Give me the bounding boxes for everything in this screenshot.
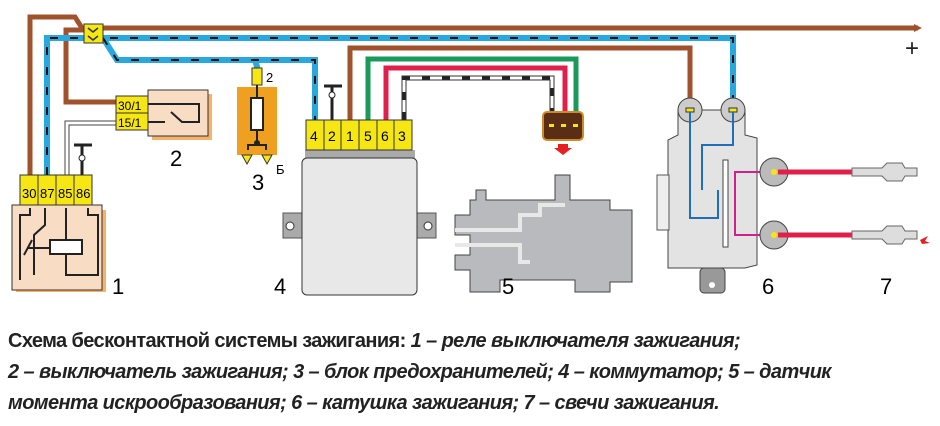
caption-line-2: 2 – выключатель зажигания; 3 – блок пред… (8, 357, 938, 388)
commutator-pin-2: 2 (328, 128, 336, 144)
white-black-wire (401, 75, 555, 120)
switch-pin-30-1: 30/1 (118, 99, 142, 113)
ground-wire-commutator (324, 84, 342, 120)
plugs-number: 7 (880, 274, 892, 299)
blue-wire-main (44, 35, 736, 175)
commutator-number: 4 (274, 274, 286, 299)
ignition-coil: 6 (656, 97, 789, 299)
plus-terminal-label: + (905, 35, 919, 62)
coil-number: 6 (762, 274, 774, 299)
brown-wire-switch (63, 27, 116, 105)
commutator-pin-4: 4 (310, 128, 318, 144)
fuse-block: 2 Б 3 (237, 67, 285, 195)
sensor-number: 5 (502, 274, 514, 299)
brown-wire-plus (27, 14, 922, 175)
ignition-wiring-diagram: + 30 87 85 86 1 30/1 15/1 2 2 Б 3 (11, 14, 930, 299)
commutator-pins: 4 2 1 5 6 3 (305, 119, 413, 151)
switch-number: 2 (170, 146, 182, 171)
diagram-caption: Схема бесконтактной системы зажигания: 1… (8, 326, 938, 419)
commutator-pin-5: 5 (364, 128, 372, 144)
fuse-pin-2: 2 (266, 70, 273, 85)
relay-number: 1 (112, 274, 124, 299)
relay-pin-87: 87 (40, 186, 54, 201)
spark-plugs: 7 (778, 162, 930, 299)
caption-line-3: момента искрообразования; 6 – катушка за… (8, 388, 938, 419)
relay-pin-85: 85 (58, 186, 72, 201)
fuse-number: 3 (252, 170, 264, 195)
switch-pin-15-1: 15/1 (118, 116, 142, 130)
commutator-pin-6: 6 (381, 128, 389, 144)
wires: + (27, 14, 922, 175)
red-wire (383, 65, 568, 120)
relay-pin-86: 86 (76, 186, 90, 201)
hall-sensor: 5 (454, 111, 633, 299)
caption-legend: 1 – реле выключателя зажигания; (410, 330, 741, 352)
green-wire (365, 56, 579, 120)
commutator: 4 2 1 5 6 3 4 (274, 119, 437, 299)
commutator-pin-1: 1 (346, 128, 354, 144)
fuse-pin-b: Б (276, 162, 285, 177)
caption-legend: 2 – выключатель зажигания; 3 – блок пред… (8, 361, 831, 383)
brown-wire-coil (347, 45, 693, 120)
ignition-relay: 30 87 85 86 1 (11, 174, 124, 299)
ignition-switch: 30/1 15/1 2 (115, 89, 212, 171)
caption-line-1: Схема бесконтактной системы зажигания: 1… (8, 326, 938, 357)
commutator-pin-3: 3 (398, 128, 406, 144)
caption-legend: момента искрообразования; 6 – катушка за… (8, 392, 720, 414)
white-wire-85 (64, 120, 116, 175)
relay-pin-30: 30 (22, 186, 36, 201)
caption-title: Схема бесконтактной системы зажигания: (8, 330, 411, 352)
